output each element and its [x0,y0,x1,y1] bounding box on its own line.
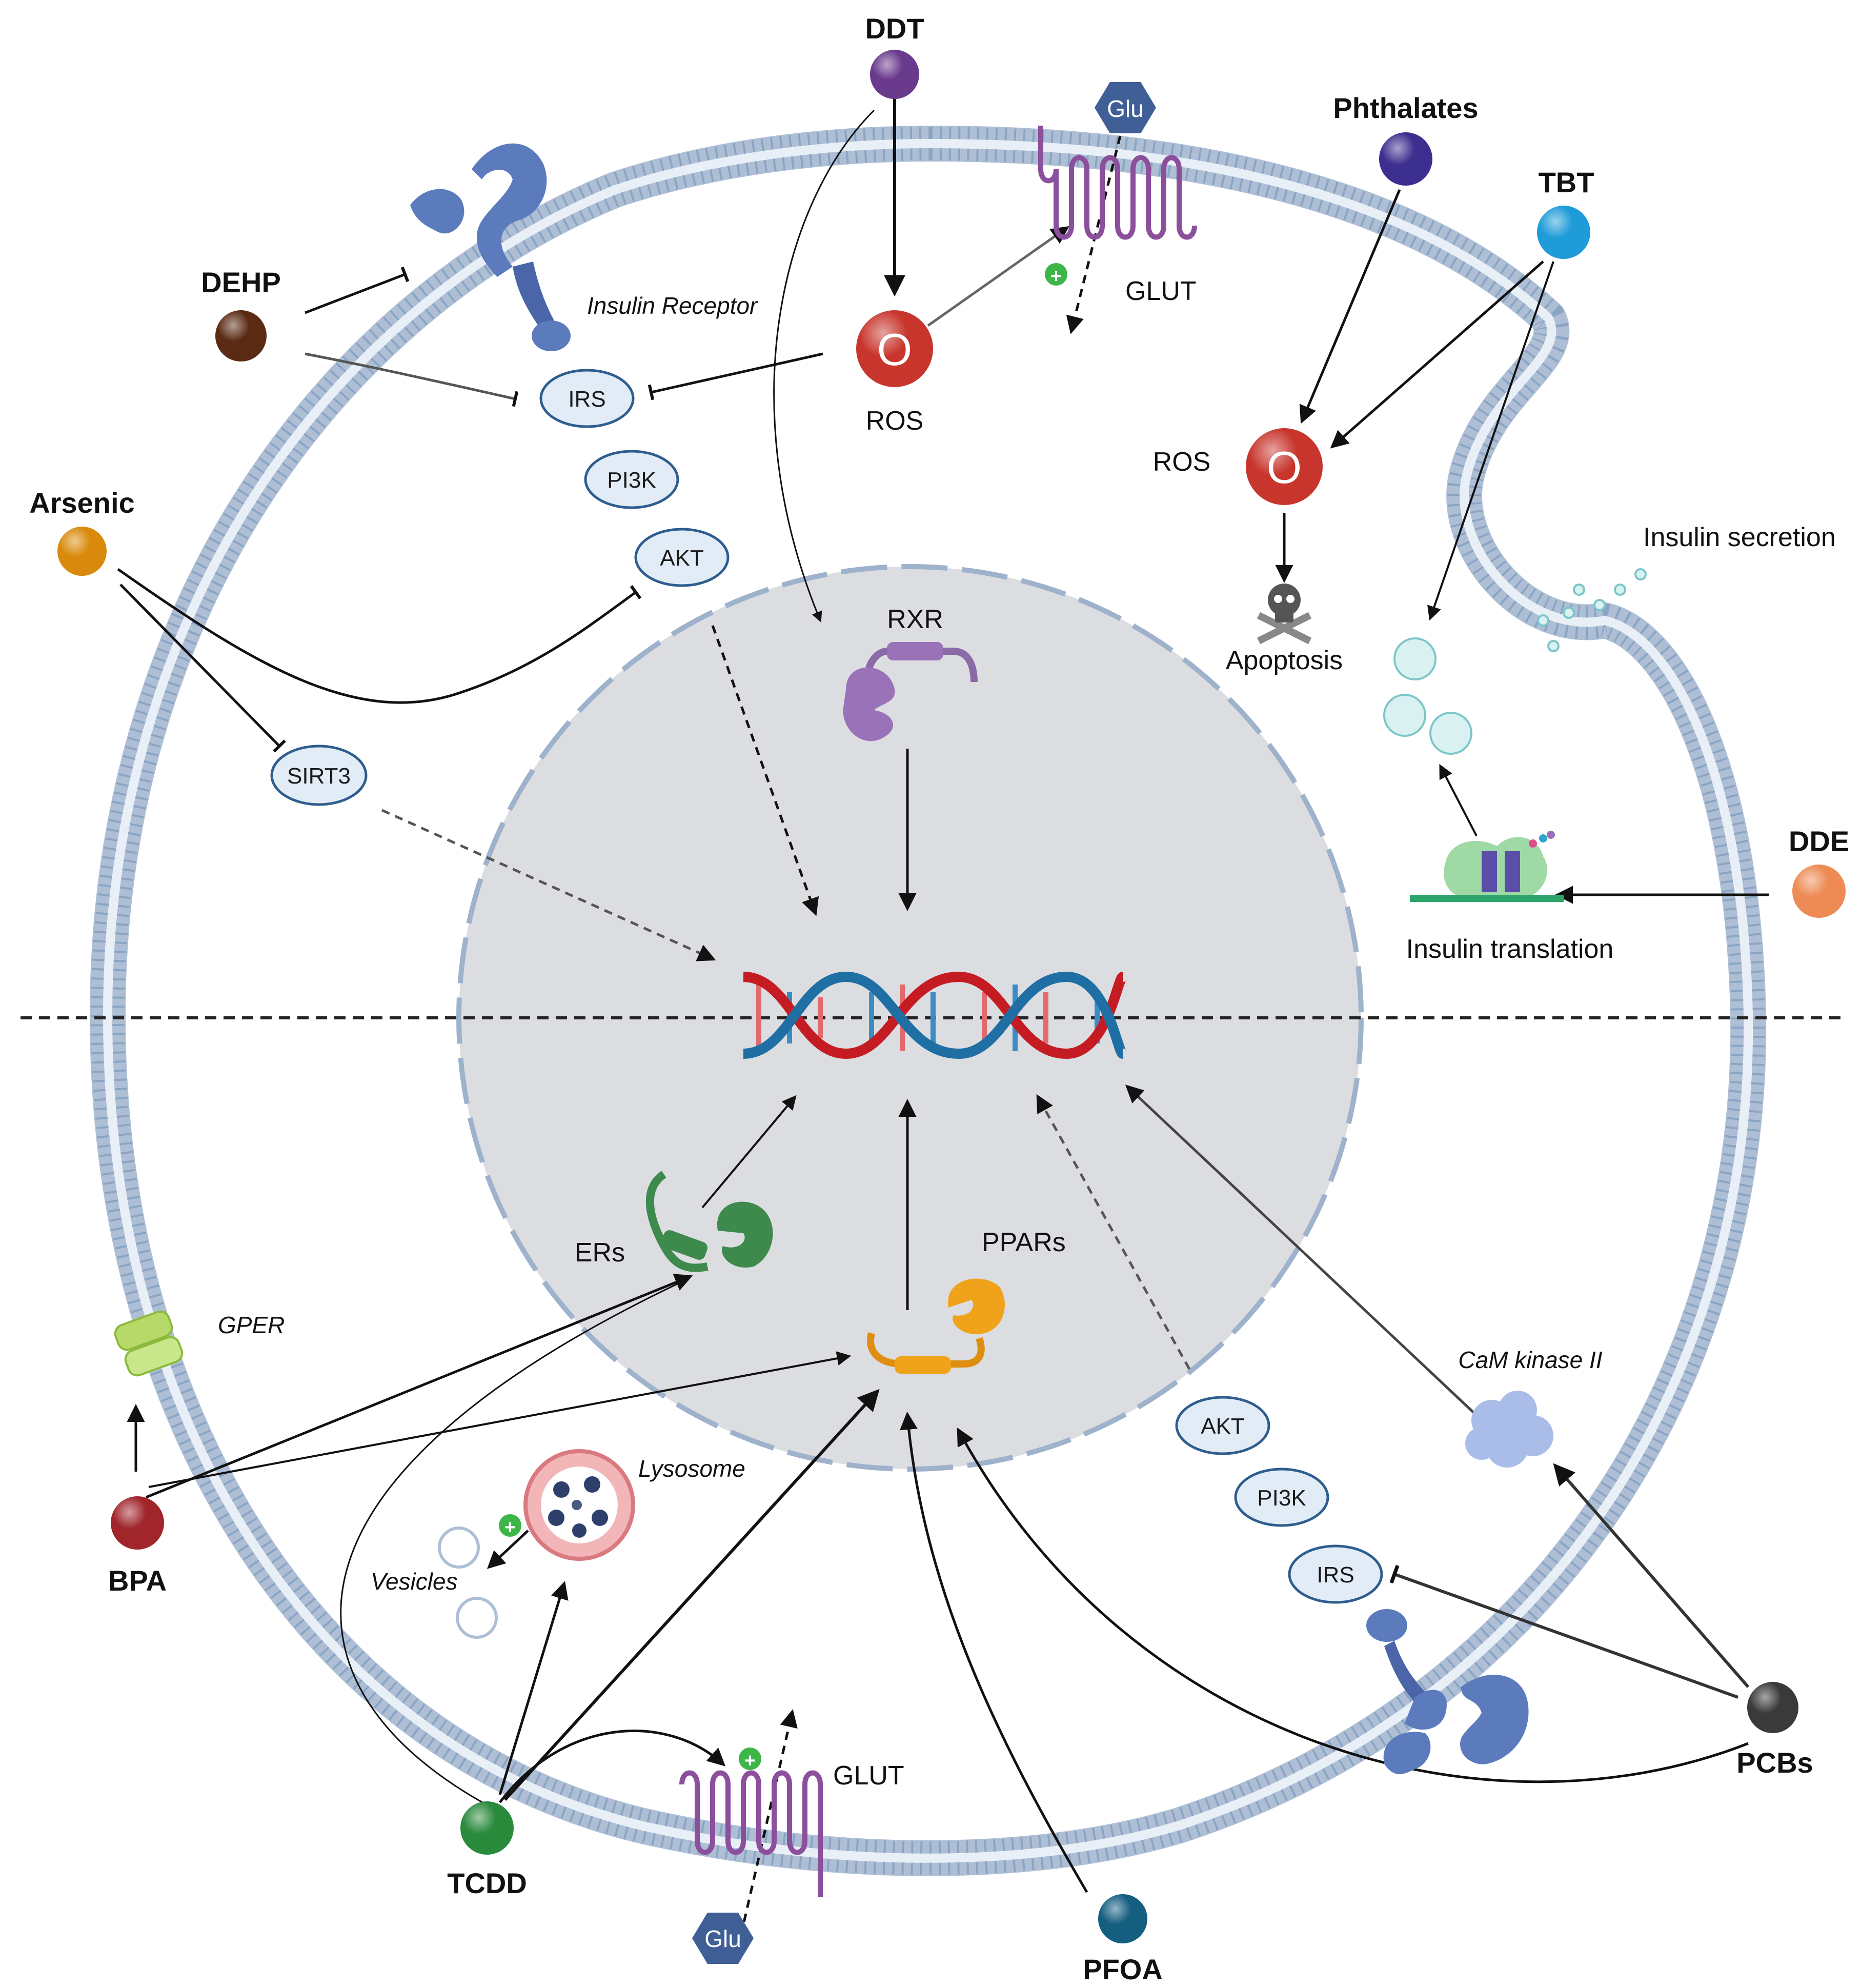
ros-right-icon: O [1246,428,1323,505]
svg-text:IRS: IRS [568,387,605,412]
insulin-translation-label: Insulin translation [1406,934,1614,964]
svg-text:AKT: AKT [1201,1414,1245,1439]
svg-text:+: + [744,1750,756,1772]
ddt-ball [870,50,919,99]
ppars-icon [867,1278,1005,1374]
lysosome-icon [523,1449,635,1561]
ppars-label: PPARs [982,1228,1066,1257]
plus-icon: + [499,1514,521,1538]
ribosome-icon [1410,831,1564,902]
svg-text:AKT: AKT [660,546,704,571]
vesicles-label: Vesicles [371,1568,458,1595]
svg-text:O: O [1267,442,1302,493]
gper-icon [114,1310,184,1377]
pcbs-ball [1747,1682,1798,1733]
skull-crossbones-icon [1257,584,1312,645]
glut-bottom-label: GLUT [833,1761,904,1791]
pfoa-label: PFOA [1083,1953,1163,1985]
ros-right-label: ROS [1153,447,1211,477]
glu-bottom-label: Glu [704,1925,741,1952]
insulin-granules-icon [1383,568,1647,755]
ddt-label: DDT [865,12,924,45]
glut-top-label: GLUT [1125,276,1197,306]
gper-label: GPER [218,1312,285,1338]
arsenic-label: Arsenic [29,487,134,519]
lysosome-label: Lysosome [638,1455,745,1482]
glu-bottom-icon: Glu [692,1913,754,1964]
tcdd-label: TCDD [447,1867,527,1899]
phthalates-ball [1379,132,1432,186]
dde-ball [1792,865,1846,918]
svg-text:PI3K: PI3K [607,468,656,493]
insulin-receptor-icon [410,143,571,351]
rxr-icon [843,642,978,741]
svg-text:+: + [504,1517,516,1538]
insulin-receptor-bottom-icon [1366,1609,1529,1774]
phthalates-label: Phthalates [1333,92,1478,124]
plus-icon: + [739,1748,761,1772]
irs-top-node: IRS [539,369,635,428]
pfoa-ball [1098,1894,1147,1943]
ers-label: ERs [575,1238,625,1268]
svg-text:O: O [877,324,912,375]
pi3k-bottom-node: PI3K [1234,1468,1329,1527]
insulin-secretion-label: Insulin secretion [1643,523,1836,552]
dna-helix-icon [743,971,1128,1059]
svg-text:+: + [1050,266,1062,287]
ros-top-label: ROS [866,406,924,436]
glut-bottom-icon [679,1770,823,1897]
svg-text:SIRT3: SIRT3 [287,764,351,789]
akt-bottom-node: AKT [1175,1396,1270,1455]
dehp-ball [215,310,267,362]
insulin-receptor-label: Insulin Receptor [587,292,758,319]
pathway-arrows [117,97,1769,1936]
tbt-label: TBT [1539,166,1594,198]
bpa-label: BPA [108,1564,167,1597]
vesicles-icon [438,1527,498,1639]
ers-icon [645,1171,773,1272]
plus-icon: + [1045,263,1067,287]
glu-top-icon: Glu [1095,82,1156,133]
dde-label: DDE [1789,825,1849,857]
cell-membrane [89,125,1767,1876]
akt-top-node: AKT [634,528,730,587]
apoptosis-label: Apoptosis [1226,646,1343,675]
glu-top-label: Glu [1107,95,1144,122]
pcbs-label: PCBs [1736,1746,1813,1779]
pi3k-top-node: PI3K [584,450,679,509]
camk-label: CaM kinase II [1458,1347,1602,1373]
irs-bottom-node: IRS [1288,1544,1383,1604]
dehp-label: DEHP [201,266,281,298]
glut-top-icon [1038,126,1197,240]
tcdd-ball [460,1801,514,1855]
cam-kinase-icon [1465,1391,1553,1468]
svg-text:PI3K: PI3K [1257,1485,1306,1511]
bpa-ball [111,1496,164,1550]
tbt-ball [1537,206,1590,259]
arsenic-ball [57,527,107,576]
sirt3-node: SIRT3 [270,745,368,806]
ros-top-icon: O [856,310,933,387]
svg-text:IRS: IRS [1317,1562,1354,1588]
rxr-label: RXR [887,605,943,634]
